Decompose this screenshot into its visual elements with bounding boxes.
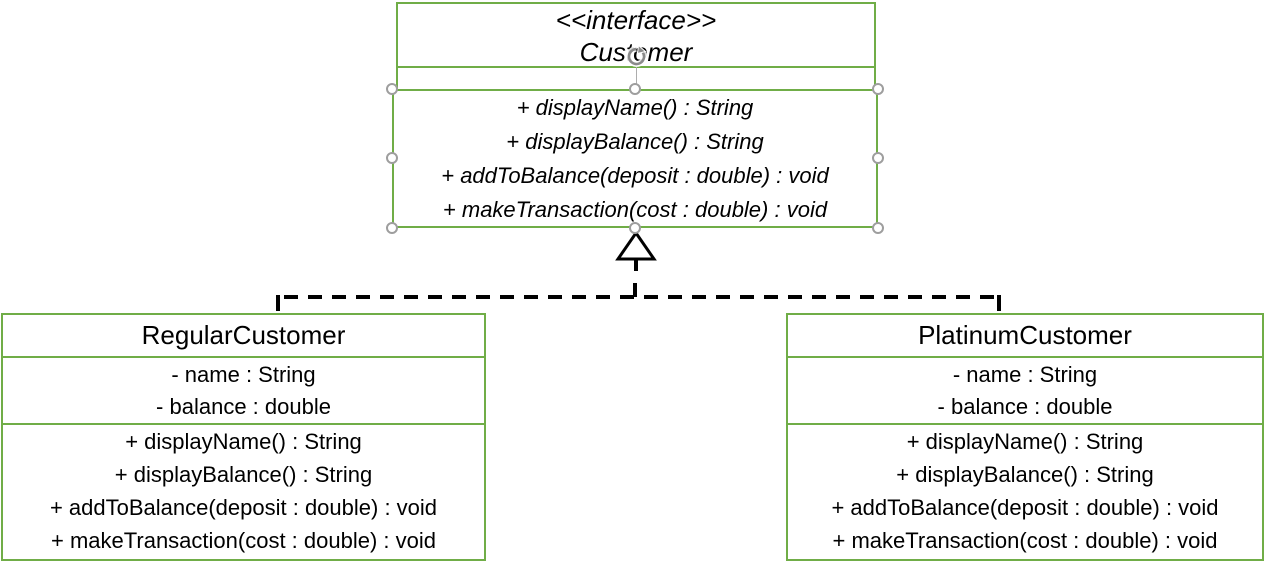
interface-method-item: + displayName() : String xyxy=(516,95,754,120)
class-attributes: - name : String - balance : double xyxy=(3,358,484,425)
class-methods: + displayName() : String + displayBalanc… xyxy=(3,425,484,559)
selection-handle-bottom-left[interactable] xyxy=(386,222,398,234)
attribute-item: - balance : double xyxy=(156,394,331,419)
selection-handle-top-middle[interactable] xyxy=(629,83,641,95)
selection-handle-middle-left[interactable] xyxy=(386,152,398,164)
attribute-item: - name : String xyxy=(171,362,316,387)
method-item: + displayBalance() : String xyxy=(114,462,373,487)
method-item: + makeTransaction(cost : double) : void xyxy=(832,528,1218,553)
class-methods: + displayName() : String + displayBalanc… xyxy=(788,425,1262,559)
class-name: RegularCustomer xyxy=(3,315,484,358)
method-item: + addToBalance(deposit : double) : void xyxy=(49,495,438,520)
method-item: + makeTransaction(cost : double) : void xyxy=(51,528,436,553)
interface-method-item: + addToBalance(deposit : double) : void xyxy=(441,163,829,188)
method-item: + addToBalance(deposit : double) : void xyxy=(831,495,1219,520)
selection-handle-top-left[interactable] xyxy=(386,83,398,95)
attribute-item: - balance : double xyxy=(937,394,1113,419)
interface-method-item: + displayBalance() : String xyxy=(506,129,764,154)
rotation-handle-icon[interactable] xyxy=(625,45,648,68)
interface-stereotype: <<interface>> xyxy=(555,5,717,35)
attribute-item: - name : String xyxy=(952,362,1098,387)
rotation-handle-stem xyxy=(636,66,637,88)
class-name: PlatinumCustomer xyxy=(788,315,1262,358)
interface-method-item: + makeTransaction(cost : double) : void xyxy=(442,197,828,222)
class-attributes: - name : String - balance : double xyxy=(788,358,1262,425)
realization-arrowhead-icon xyxy=(615,230,657,261)
method-item: + displayBalance() : String xyxy=(896,462,1154,487)
method-item: + displayName() : String xyxy=(125,429,362,454)
interface-header-box[interactable]: <<interface>> Customer xyxy=(396,2,876,68)
class-box-regular-customer[interactable]: RegularCustomer - name : String - balanc… xyxy=(1,313,486,561)
selection-handle-bottom-right[interactable] xyxy=(872,222,884,234)
selection-handle-bottom-middle[interactable] xyxy=(629,222,641,234)
method-item: + displayName() : String xyxy=(906,429,1144,454)
selection-handle-middle-right[interactable] xyxy=(872,152,884,164)
selection-handle-top-right[interactable] xyxy=(872,83,884,95)
class-box-platinum-customer[interactable]: PlatinumCustomer - name : String - balan… xyxy=(786,313,1264,561)
